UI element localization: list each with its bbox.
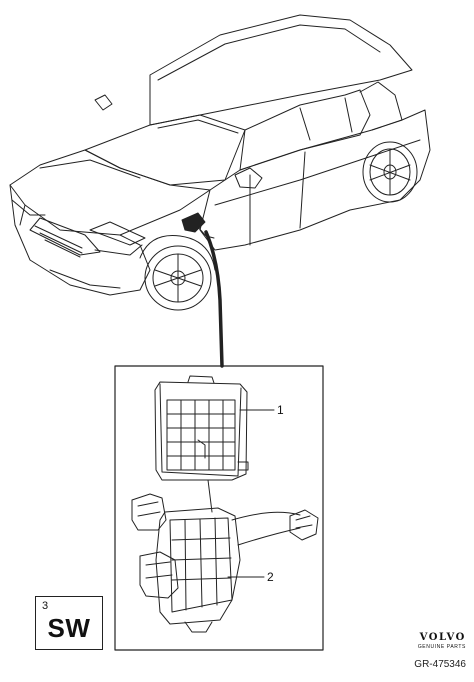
leader-line [204,230,224,368]
part-1-cover [154,375,249,481]
brand-subtitle: GENUINE PARTS [417,644,466,650]
connector-line [207,479,213,513]
brand-block: VOLVO GENUINE PARTS [418,632,466,650]
sw-box: 3 SW [35,596,103,650]
callout-1: 1 [277,403,284,417]
detail-frame [114,365,324,651]
sw-box-code: SW [47,613,91,643]
callout-2: 2 [267,570,274,584]
sw-box-number: 3 [42,600,49,612]
car-illustration [9,14,431,311]
diagram-reference: GR-475346 [414,659,466,670]
part-2-bracket [131,493,319,633]
brand-logo: VOLVO [419,632,466,643]
